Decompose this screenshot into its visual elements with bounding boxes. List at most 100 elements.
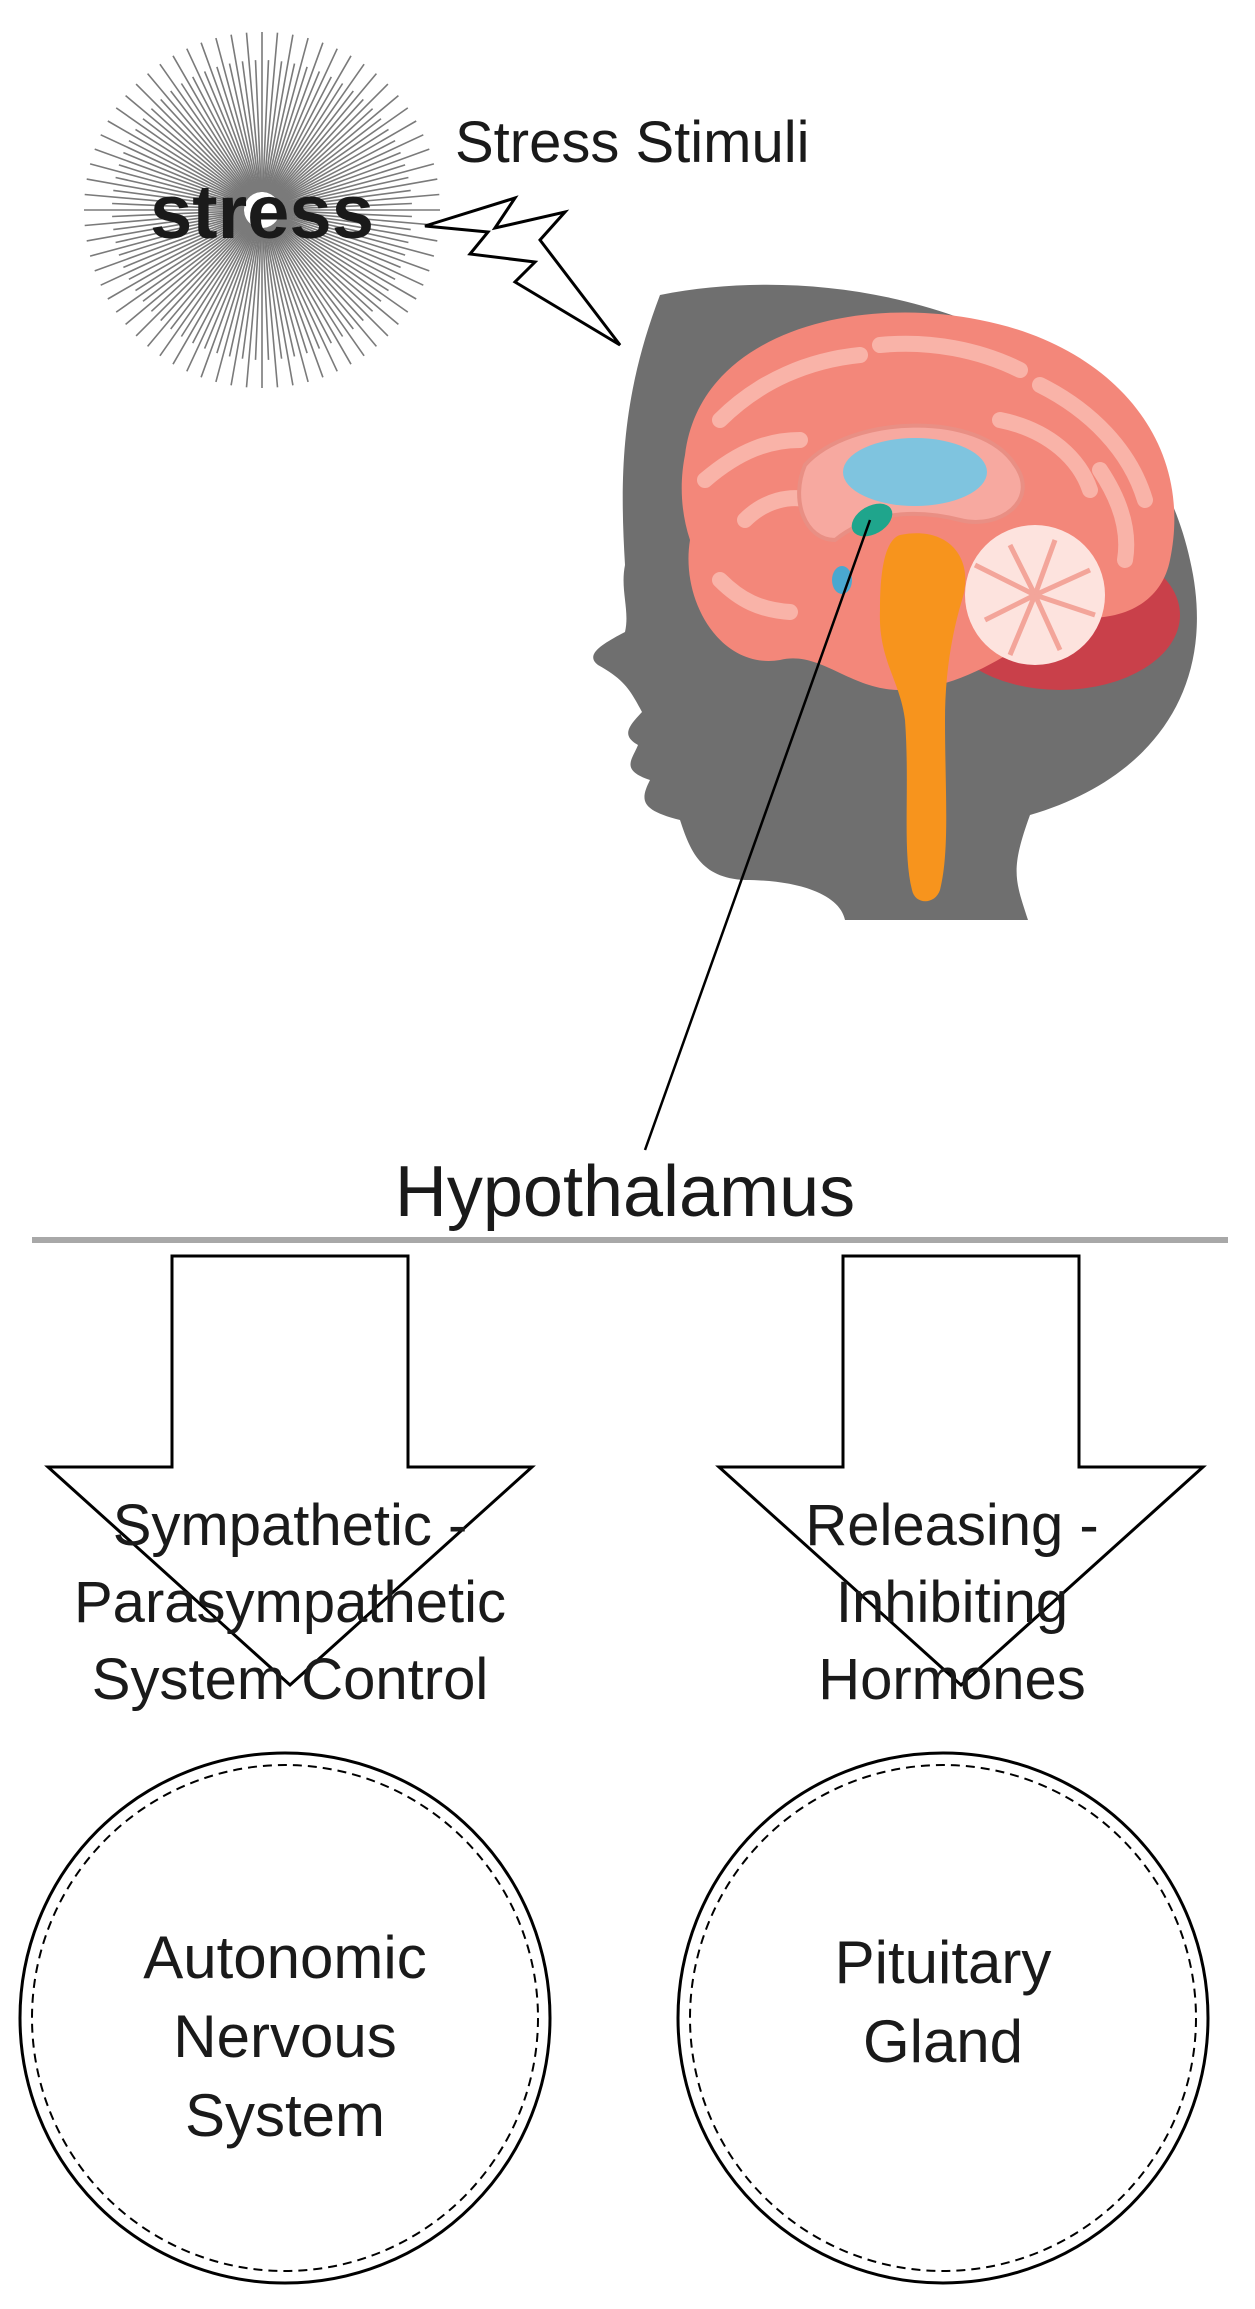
stress-burst-ray [84,193,245,210]
stress-burst-ray [268,226,321,349]
stress-burst-ray [278,214,406,256]
stress-burst-ray [123,151,246,204]
hypothalamus-label: Hypothalamus [395,1152,855,1232]
stress-burst-ray [268,71,321,194]
stress-burst-ray [267,42,324,194]
stress-burst-ray [135,83,250,198]
pathway-autonomic-target-line-3: System [185,2082,385,2149]
stress-burst-ray [275,220,399,326]
stress-burst-ray [245,32,262,193]
stress-burst-ray [203,71,256,194]
stress-burst-ray [276,219,389,292]
stress-burst-ray [215,37,259,193]
stress-burst-ray [186,48,256,195]
stress-burst-ray [135,222,250,337]
pathway-autonomic-circle-inner [31,1764,539,2272]
stress-burst-ray [272,90,354,197]
head-brain-illustration [593,284,1197,920]
stress-burst-ray [278,151,401,204]
stress-burst-ray [277,217,396,281]
stress-burst-ray [135,219,248,292]
stress-burst-ray [241,227,261,359]
stress-burst: stress [84,32,440,388]
stress-burst-ray [118,214,246,256]
stress-burst-ray [142,118,249,200]
stress-burst-ray [180,224,253,337]
stress-burst-ray [273,222,364,322]
stress-burst-ray [276,128,389,201]
stress-burst-ray [269,76,333,195]
stress-burst-ray [274,108,374,199]
stress-burst-ray [160,222,251,322]
pathway-pituitary-target-line-1: Pituitary [835,1929,1052,1996]
pathway-autonomic-arrow-line-1: Sympathetic - [113,1493,468,1558]
stress-burst-ray [230,34,260,193]
stress-burst-ray [279,210,440,227]
pathway-pituitary-arrow-line-3: Hormones [818,1647,1086,1712]
stress-burst-ray [271,224,344,337]
stress-burst-ray [269,225,333,344]
stress-burst-ray [94,148,246,205]
stress-burst-ray [125,94,249,200]
pathway-pituitary-arrow-line-2: Inhibiting [836,1570,1068,1635]
stress-burst-ray [245,227,262,388]
stress-burst-ray [84,210,245,227]
stress-burst-ray [265,37,309,193]
stress-burst-ray [277,139,396,203]
stress-burst-ray [274,222,389,337]
stress-burst-ray [278,148,430,205]
stress-burst-ray [279,176,409,207]
pathway-autonomic-circle-outer [18,1751,552,2285]
stress-burst-ray [262,32,279,193]
stress-burst-ray [277,216,424,286]
pathway-pituitary-circle-outer [676,1751,1210,2285]
stress-burst-ray [228,63,259,193]
stress-burst-ray [279,211,411,231]
stress-burst-ray [279,213,409,244]
stress-burst-ray [216,66,258,194]
hypothalamus-pointer-line [643,519,872,1151]
stress-burst-ray [186,225,256,372]
stress-burst-ray [262,60,270,193]
pathway-autonomic-target-line-2: Nervous [173,2003,396,2070]
stress-burst-ray [191,225,255,344]
stress-burst-ray [275,118,382,200]
pathway-autonomic: Sympathetic - Parasympathetic System Con… [18,1254,552,2285]
stress-burst-ray [146,223,252,347]
brain-gyri [697,335,1153,620]
stress-burst-ray [263,61,283,193]
stress-burst-ray [277,120,417,202]
stress-burst-ray [264,34,294,193]
stress-burst-ray [128,139,247,203]
stress-burst-ray [271,63,365,196]
hypothalamus-marker [851,503,893,537]
stress-burst-ray [276,107,409,201]
stress-burst-ray [279,178,438,208]
stress-burst-ray [86,178,245,208]
stress-burst-ray [200,42,257,194]
stress-burst-word: stress [150,170,374,255]
stress-burst-ray [241,61,261,193]
stress-burst-ray [170,90,252,197]
pathway-autonomic-arrow-line-2: Parasympathetic [74,1570,506,1635]
stress-burst-ray [279,213,435,257]
stress-burst-ray [273,98,364,198]
cerebellum [965,525,1105,665]
stress-burst-ray [271,224,365,357]
stress-burst-ray [125,220,249,326]
stress-burst-ray [262,227,270,360]
stress-burst-ray [275,220,382,302]
stress-burst-ray [276,219,409,313]
stress-burst-ray [279,163,435,207]
stress-burst-ray [123,216,246,269]
stress-burst-ray [135,128,248,201]
stress-burst-ray [203,226,256,349]
stress-burst-ray [270,55,352,195]
stress-burst-ray [107,218,247,300]
stress-burst-ray [279,210,412,218]
stress-burst-ray [278,164,406,206]
stress-burst-ray [89,163,245,207]
stress-burst-ray [113,189,245,209]
stress-burst-ray [115,176,245,207]
